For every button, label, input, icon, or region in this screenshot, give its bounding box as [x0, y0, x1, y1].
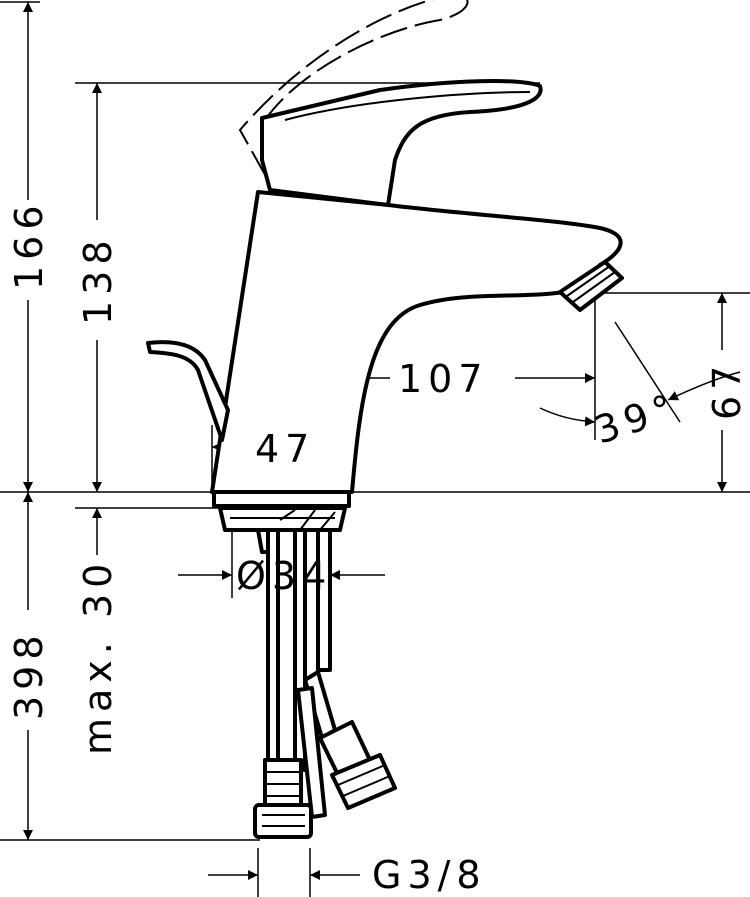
dim-base-diameter: Ø34: [236, 554, 332, 598]
dim-connection: G3/8: [372, 853, 487, 897]
dim-spout-reach: 107: [398, 357, 489, 401]
dim-hose-length: 398: [7, 629, 51, 720]
dim-spout-angle: 39°: [589, 384, 684, 452]
dimension-labels: 166 138 398 max. 30 107 47 39° 67 Ø34 G3…: [7, 199, 749, 897]
dim-spout-height: 138: [76, 234, 120, 325]
dim-outlet-height: 67: [705, 360, 749, 420]
dim-body-width: 47: [255, 427, 315, 471]
dim-max-thickness: max. 30: [76, 558, 120, 755]
dim-total-height: 166: [7, 199, 51, 290]
faucet: [146, 0, 624, 839]
